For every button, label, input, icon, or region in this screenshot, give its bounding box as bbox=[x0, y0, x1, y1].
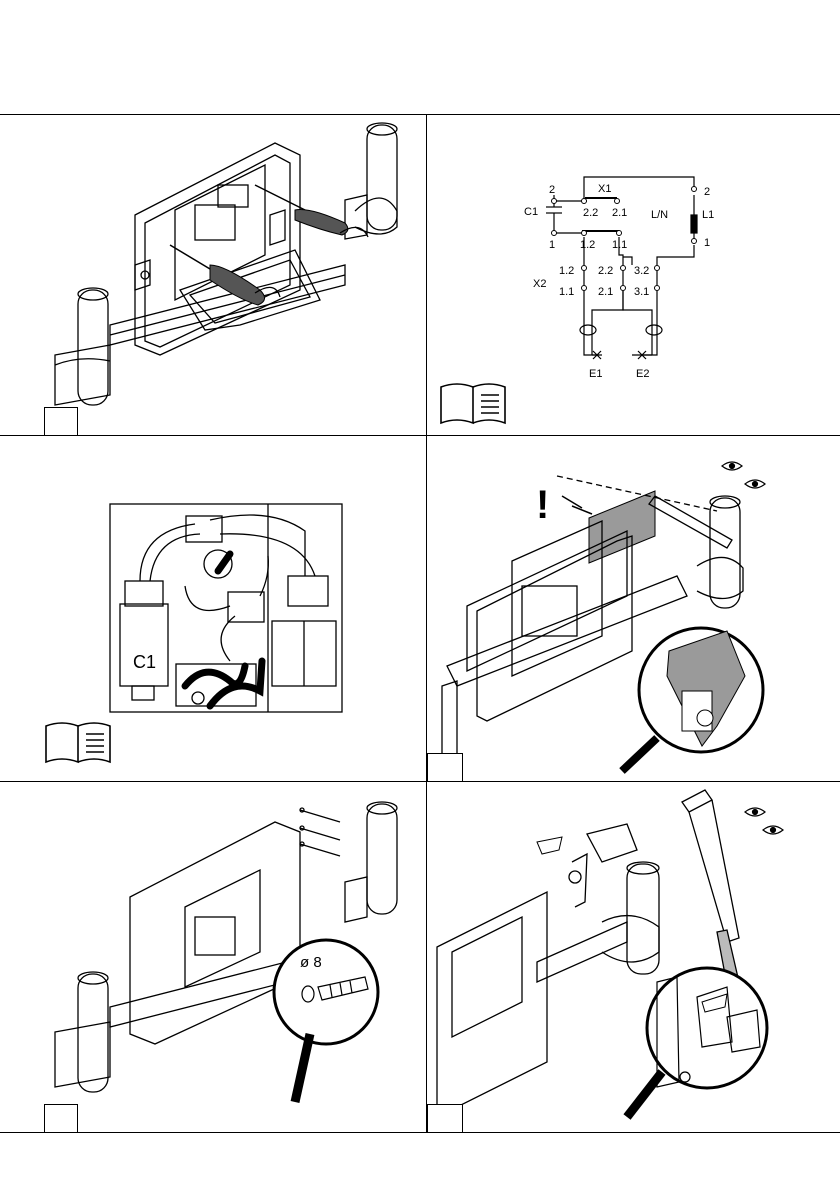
drill-holes-illustration: ø 8 bbox=[0, 782, 426, 1132]
panel-hook-cover bbox=[427, 782, 840, 1132]
label-x2-a11: 1.1 bbox=[559, 286, 574, 298]
magnifier-handle bbox=[622, 738, 657, 771]
label-x1: X1 bbox=[598, 183, 611, 195]
panel-wiring-schematic: X1 2 C1 1 2.2 2.1 1.2 1.1 L/N 2 L1 1 X2 … bbox=[427, 115, 840, 435]
label-x2-b22: 2.2 bbox=[598, 265, 613, 277]
magnifier-lens bbox=[274, 940, 378, 1044]
label-x2-c31: 3.1 bbox=[634, 286, 649, 298]
bottom-rule bbox=[0, 1132, 840, 1133]
hook-cover-illustration bbox=[427, 782, 840, 1132]
label-x2: X2 bbox=[533, 278, 546, 290]
magnifier-handle bbox=[627, 1072, 662, 1117]
label-e1: E1 bbox=[589, 368, 602, 380]
arrow-left-icon bbox=[537, 837, 562, 854]
step-box bbox=[44, 407, 78, 435]
panel-align-housing: ! bbox=[427, 436, 840, 781]
panel-ballast-wiring: C1 bbox=[0, 436, 426, 781]
eye-icon bbox=[745, 808, 783, 834]
label-x2-b21: 2.1 bbox=[598, 286, 613, 298]
label-x1-22: 2.2 bbox=[583, 207, 598, 219]
step-box bbox=[427, 753, 463, 781]
label-x2-c32: 3.2 bbox=[634, 265, 649, 277]
panel-open-housing bbox=[0, 115, 426, 435]
ballast-wiring-illustration: C1 bbox=[0, 436, 426, 781]
label-l1: L1 bbox=[702, 209, 714, 221]
label-x1-12: 1.2 bbox=[580, 239, 595, 251]
magnifier-handle bbox=[295, 1034, 310, 1102]
panel-drill-holes: ø 8 bbox=[0, 782, 426, 1132]
step-box bbox=[44, 1104, 78, 1132]
wiring-schematic: X1 2 C1 1 2.2 2.1 1.2 1.1 L/N 2 L1 1 X2 … bbox=[427, 115, 840, 435]
label-x1-11: 1.1 bbox=[612, 239, 627, 251]
open-housing-illustration bbox=[0, 115, 426, 435]
label-l1-top: 2 bbox=[704, 186, 710, 198]
manual-book-icon bbox=[46, 723, 110, 762]
label-e2: E2 bbox=[636, 368, 649, 380]
warning-mark: ! bbox=[536, 483, 549, 527]
align-housing-illustration: ! bbox=[427, 436, 840, 781]
label-c1: C1 bbox=[524, 206, 538, 218]
label-ln: L/N bbox=[651, 209, 668, 221]
label-c1-component: C1 bbox=[133, 652, 156, 672]
label-c1-top: 2 bbox=[549, 184, 555, 196]
label-c1-bot: 1 bbox=[549, 239, 555, 251]
drill-diameter-label: ø 8 bbox=[300, 954, 322, 971]
label-x2-a12: 1.2 bbox=[559, 265, 574, 277]
eye-icon bbox=[722, 462, 765, 488]
manual-book-icon bbox=[441, 384, 505, 423]
magnifier-lens bbox=[647, 968, 767, 1088]
label-x1-21: 2.1 bbox=[612, 207, 627, 219]
label-l1-bot: 1 bbox=[704, 237, 710, 249]
step-box bbox=[427, 1104, 463, 1132]
